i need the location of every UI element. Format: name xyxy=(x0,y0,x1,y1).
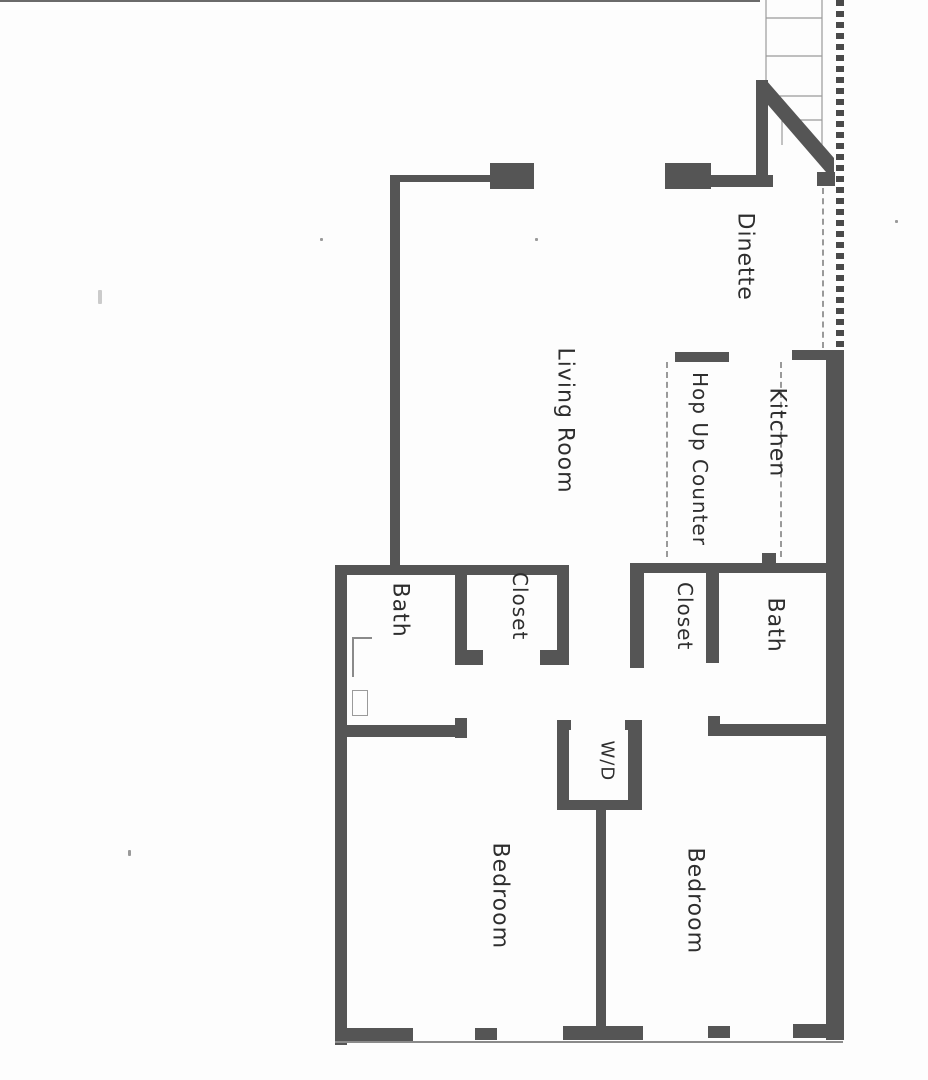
wall-bath-top-left xyxy=(335,565,567,575)
room-label-living-room: Living Room xyxy=(552,347,578,494)
scan-speck xyxy=(535,238,538,241)
room-label-counter: Hop Up Counter xyxy=(688,372,712,546)
scan-speck xyxy=(98,290,102,304)
balcony-railing xyxy=(836,0,844,350)
wall-living-top xyxy=(390,175,490,182)
scan-speck xyxy=(895,220,898,223)
room-label-kitchen: Kitchen xyxy=(764,387,790,478)
bottom-window-line xyxy=(335,1041,843,1043)
room-label-laundry: W/D xyxy=(596,740,618,782)
wall-bath-right-stub xyxy=(708,716,720,736)
wall-closet-left-stub-a xyxy=(455,650,483,665)
room-label-closet-right: Closet xyxy=(673,582,697,651)
kitchen-cabinet-edge xyxy=(780,362,782,557)
wall-bath-top-right xyxy=(630,563,830,573)
wall-wd-stub-a xyxy=(557,720,571,730)
wall-bottom-3 xyxy=(563,1026,643,1040)
wall-wd-left xyxy=(557,720,569,810)
wall-right-exterior xyxy=(826,350,844,1040)
wall-bottom-2 xyxy=(475,1028,497,1040)
wall-bedroom-divider xyxy=(596,808,606,1038)
wall-window-pier-2 xyxy=(665,163,711,189)
wall-wd-right xyxy=(628,720,642,810)
wall-bottom-5 xyxy=(793,1024,843,1038)
wall-kitchen-top xyxy=(792,350,842,360)
room-label-bedroom-left: Bedroom xyxy=(487,842,513,950)
wall-closet-left-right xyxy=(557,565,569,665)
wall-closet-right-divider xyxy=(706,563,719,663)
tub-outline-side xyxy=(352,637,354,677)
counter-edge xyxy=(666,362,668,557)
room-label-bedroom-right: Bedroom xyxy=(682,847,708,955)
room-label-bath-left: Bath xyxy=(387,582,413,638)
wall-living-left xyxy=(390,175,400,565)
wall-dinette-top xyxy=(705,175,773,187)
stairs-icon xyxy=(756,0,834,180)
scan-edge-line xyxy=(0,0,760,2)
wall-wd-stub-b xyxy=(625,720,641,730)
wall-closet-right-left xyxy=(630,563,644,668)
tub-outline xyxy=(352,637,372,639)
scan-speck xyxy=(320,238,323,241)
wall-wd-bottom xyxy=(557,800,642,810)
wall-closet-left-stub-b xyxy=(540,650,568,665)
wall-kitchen-bottom-stub xyxy=(762,553,776,567)
wall-counter-stub xyxy=(675,352,729,362)
wall-bottom-1 xyxy=(335,1028,413,1042)
wall-closet-left-divider xyxy=(455,565,467,665)
wall-left-exterior xyxy=(335,565,347,1045)
wall-bath-right-bottom xyxy=(708,724,830,736)
scan-speck xyxy=(128,850,131,856)
bath-left-fixture xyxy=(352,690,368,716)
dinette-edge xyxy=(822,188,824,348)
wall-bottom-4 xyxy=(708,1026,730,1038)
wall-bath-left-bottom xyxy=(335,725,465,737)
wall-dinette-top-right xyxy=(817,172,835,186)
wall-bath-left-stub xyxy=(455,718,467,738)
wall-window-pier-1 xyxy=(490,163,534,189)
room-label-closet-left: Closet xyxy=(508,572,532,641)
room-label-dinette: Dinette xyxy=(732,212,758,301)
room-label-bath-right: Bath xyxy=(762,597,788,653)
